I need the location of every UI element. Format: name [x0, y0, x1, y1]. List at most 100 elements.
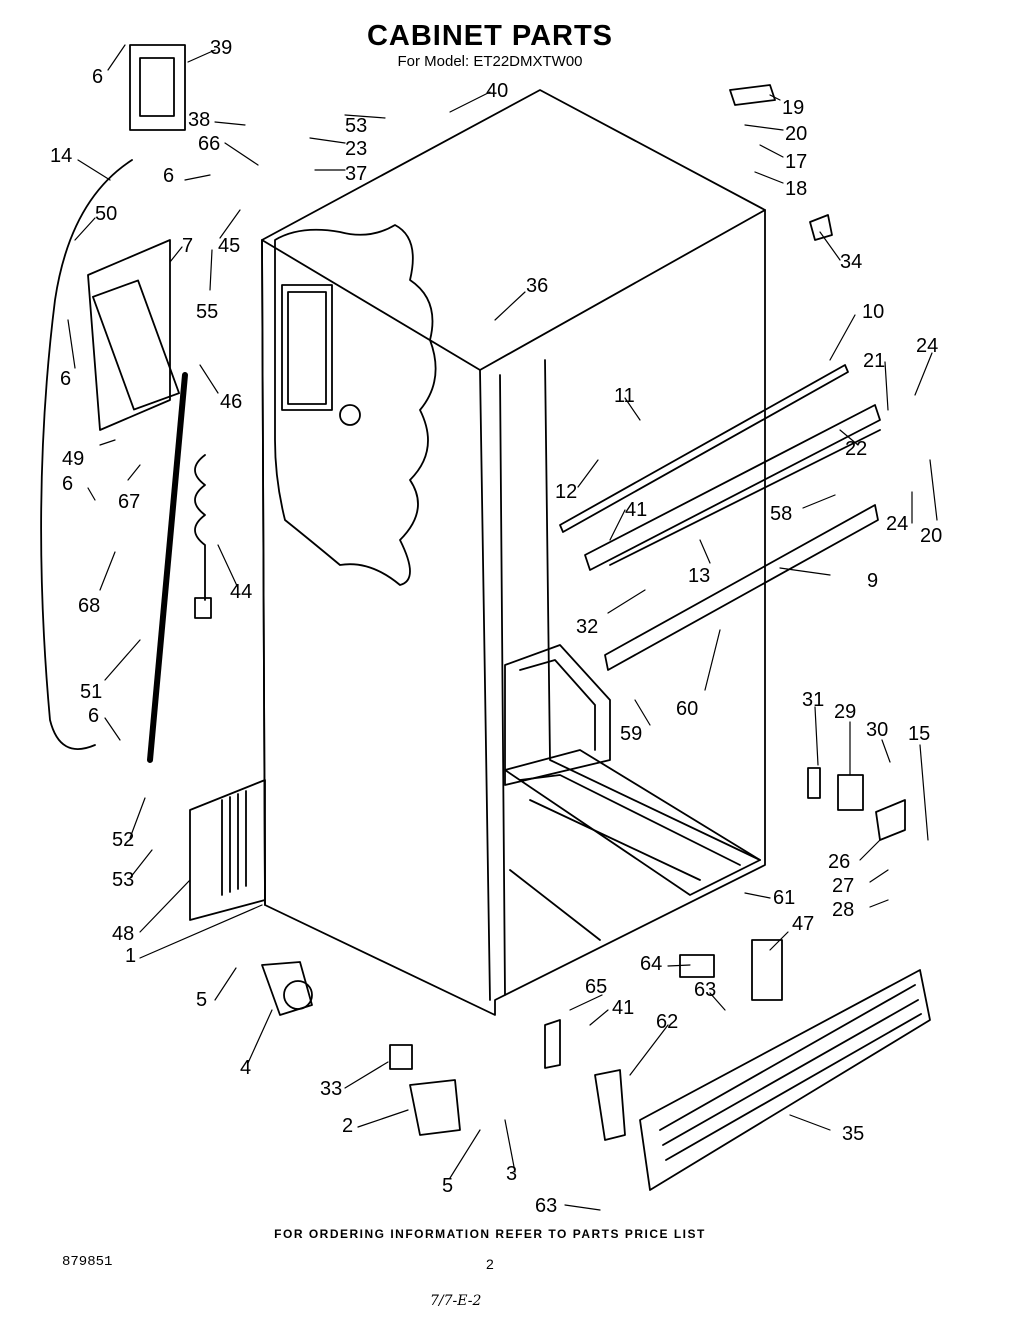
- callout-label: 51: [80, 681, 102, 703]
- callout-label: 6: [88, 705, 99, 727]
- control-panel-7: [87, 239, 171, 431]
- callout-label: 7: [182, 235, 193, 257]
- callout-label: 6: [62, 473, 73, 495]
- callout-label: 38: [188, 109, 210, 131]
- ordering-footer: FOR ORDERING INFORMATION REFER TO PARTS …: [274, 1227, 706, 1241]
- callout-label: 29: [834, 701, 856, 723]
- divider-rail-9: [604, 504, 879, 671]
- callout-label: 35: [842, 1123, 864, 1145]
- callout-label: 22: [845, 438, 867, 460]
- callout-label: 39: [210, 37, 232, 59]
- divider-rail-10: [559, 364, 849, 533]
- callout-label: 24: [886, 513, 908, 535]
- callout-label: 37: [345, 163, 367, 185]
- part-47: [751, 939, 783, 1001]
- callout-label: 45: [218, 235, 240, 257]
- callout-label: 5: [442, 1175, 453, 1197]
- callout-label: 12: [555, 481, 577, 503]
- model-subtitle: For Model: ET22DMXTW00: [397, 53, 583, 70]
- coiled-harness-44: [194, 454, 206, 601]
- callout-label: 59: [620, 723, 642, 745]
- part-31: [807, 767, 821, 799]
- callout-label: 32: [576, 616, 598, 638]
- callout-label: 17: [785, 151, 807, 173]
- callout-label: 53: [345, 115, 367, 137]
- cabinet-front-opening: [479, 369, 491, 1001]
- callout-label: 21: [863, 350, 885, 372]
- evaporator-cover: [281, 284, 333, 411]
- callout-label: 20: [785, 123, 807, 145]
- callout-label: 50: [95, 203, 117, 225]
- callout-label: 11: [614, 385, 635, 407]
- callout-label: 47: [792, 913, 814, 935]
- part-34: [809, 214, 833, 241]
- callout-label: 34: [840, 251, 862, 273]
- part-39: [129, 44, 186, 131]
- callout-label: 27: [832, 875, 854, 897]
- callout-label: 10: [862, 301, 884, 323]
- callout-label: 40: [486, 80, 508, 102]
- callout-label: 52: [112, 829, 134, 851]
- callout-label: 31: [802, 689, 824, 711]
- callout-label: 41: [625, 499, 647, 521]
- callout-label: 55: [196, 301, 218, 323]
- callout-label: 6: [60, 368, 71, 390]
- rear-panel-48: [189, 779, 266, 921]
- callout-label: 1: [125, 945, 136, 967]
- callout-label: 46: [220, 391, 242, 413]
- part-33: [389, 1044, 413, 1070]
- power-cord-14: [40, 159, 133, 750]
- part-19: [729, 84, 776, 106]
- hinge-65: [544, 1019, 561, 1069]
- callout-label: 2: [342, 1115, 353, 1137]
- callout-label: 41: [612, 997, 634, 1019]
- callout-label: 61: [773, 887, 795, 909]
- callout-label: 62: [656, 1011, 678, 1033]
- callout-label: 49: [62, 448, 84, 470]
- callout-label: 63: [694, 979, 716, 1001]
- liner-cutaway: [274, 224, 437, 586]
- callout-label: 48: [112, 923, 134, 945]
- callout-label: 20: [920, 525, 942, 547]
- callout-label: 19: [782, 97, 804, 119]
- callout-label: 28: [832, 899, 854, 921]
- callout-label: 68: [78, 595, 100, 617]
- callout-label: 58: [770, 503, 792, 525]
- document-number: 879851: [62, 1254, 113, 1270]
- callout-label: 30: [866, 719, 888, 741]
- leader-lines: [67, 44, 938, 1211]
- callout-label: 63: [535, 1195, 557, 1217]
- callout-label: 14: [50, 145, 72, 167]
- callout-label: 36: [526, 275, 548, 297]
- handwritten-note: 7/7-E-2: [430, 1293, 482, 1309]
- callout-label: 3: [506, 1163, 517, 1185]
- thermostat-dial: [339, 404, 361, 426]
- hinge-62: [594, 1069, 626, 1141]
- callout-label: 5: [196, 989, 207, 1011]
- cabinet-floor: [504, 749, 761, 896]
- callout-label: 4: [240, 1057, 251, 1079]
- roller-4: [261, 961, 313, 1016]
- callout-label: 26: [828, 851, 850, 873]
- callout-label: 53: [112, 869, 134, 891]
- callout-label: 33: [320, 1078, 342, 1100]
- callout-label: 18: [785, 178, 807, 200]
- part-26: [875, 799, 906, 841]
- page-number: 2: [486, 1256, 494, 1272]
- toe-grille-35: [639, 969, 931, 1191]
- air-duct: [504, 644, 611, 786]
- callout-label: 64: [640, 953, 662, 975]
- callout-label: 9: [867, 570, 878, 592]
- callout-label: 65: [585, 976, 607, 998]
- callout-label: 6: [163, 165, 174, 187]
- callout-label: 13: [688, 565, 710, 587]
- cabinet-shell: [261, 89, 766, 1016]
- callout-label: 60: [676, 698, 698, 720]
- callout-label: 15: [908, 723, 930, 745]
- diagram-title: CABINET PARTS: [366, 20, 614, 52]
- callout-label: 6: [92, 66, 103, 88]
- defrost-tube-51: [147, 372, 188, 763]
- divider-rail-13: [584, 404, 881, 571]
